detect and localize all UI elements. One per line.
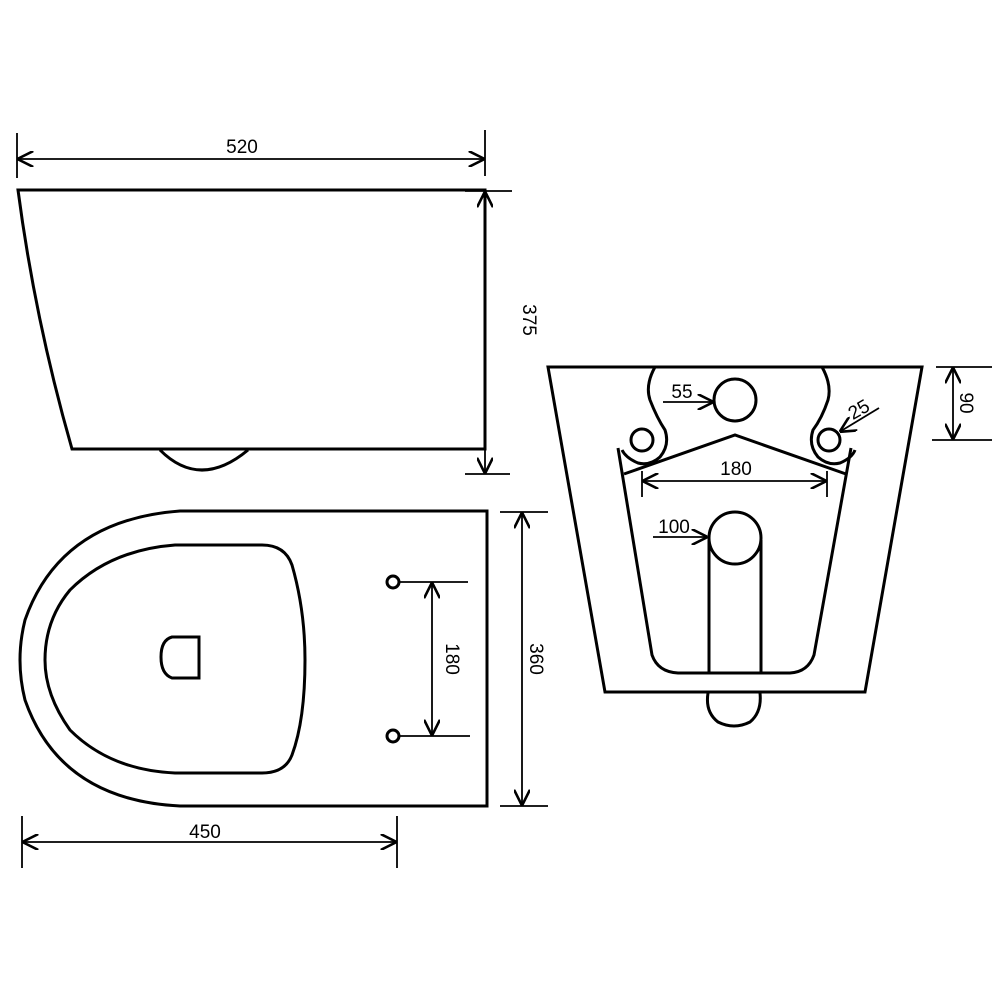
rear-view-v-bracket bbox=[623, 433, 847, 476]
dimension-label-55: 55 bbox=[671, 382, 692, 403]
top-view-bolt-hole-lower bbox=[385, 728, 401, 744]
rear-view: 55 25 180 100 90 bbox=[546, 365, 992, 728]
top-view-bowl-rim bbox=[43, 543, 307, 775]
dimension-top-length: 450 bbox=[21, 816, 398, 868]
rear-view-body-outline bbox=[546, 365, 924, 694]
rear-view-mounting-plate bbox=[620, 366, 857, 466]
dimension-top-bolt-spacing: 180 bbox=[399, 581, 470, 737]
dimension-label-90: 90 bbox=[955, 392, 976, 413]
rear-view-bolt-hole-right bbox=[816, 427, 842, 453]
top-view: 180 360 450 bbox=[18, 509, 548, 868]
rear-view-inner-cavity bbox=[616, 447, 853, 675]
dimension-label-25: 25 bbox=[845, 396, 874, 425]
rear-view-bolt-hole-left bbox=[629, 427, 655, 453]
top-view-flush-opening bbox=[159, 635, 201, 680]
dimension-label-100: 100 bbox=[658, 517, 690, 538]
side-view-outlet-arc bbox=[158, 448, 249, 472]
top-view-bolt-hole-upper bbox=[385, 574, 401, 590]
dimension-label-360: 360 bbox=[525, 643, 546, 675]
rear-view-inlet-circle bbox=[712, 377, 758, 423]
dimension-label-375: 375 bbox=[518, 304, 539, 336]
dimension-label-180-rear: 180 bbox=[720, 459, 752, 480]
top-view-body-outline bbox=[18, 509, 489, 808]
dimension-rear-bolt-spacing: 180 bbox=[641, 459, 828, 497]
side-view: 520 375 bbox=[16, 130, 539, 475]
rear-view-outlet-circle bbox=[707, 510, 763, 566]
dimension-side-height: 375 bbox=[465, 190, 539, 475]
dimension-top-depth: 360 bbox=[500, 511, 548, 807]
dimension-rear-bolt-hole-diameter: 25 bbox=[841, 396, 880, 431]
dimension-label-520: 520 bbox=[226, 137, 258, 158]
dimension-label-180-top: 180 bbox=[441, 643, 462, 675]
dimension-rear-inlet-height: 90 bbox=[932, 366, 992, 441]
dimension-label-450: 450 bbox=[189, 822, 221, 843]
dimension-side-width: 520 bbox=[16, 130, 486, 178]
rear-view-outlet-lobe bbox=[706, 692, 762, 728]
dimension-rear-outlet-diameter: 100 bbox=[653, 517, 706, 538]
side-view-body-outline bbox=[16, 188, 487, 451]
dimension-rear-inlet-diameter: 55 bbox=[663, 382, 712, 403]
